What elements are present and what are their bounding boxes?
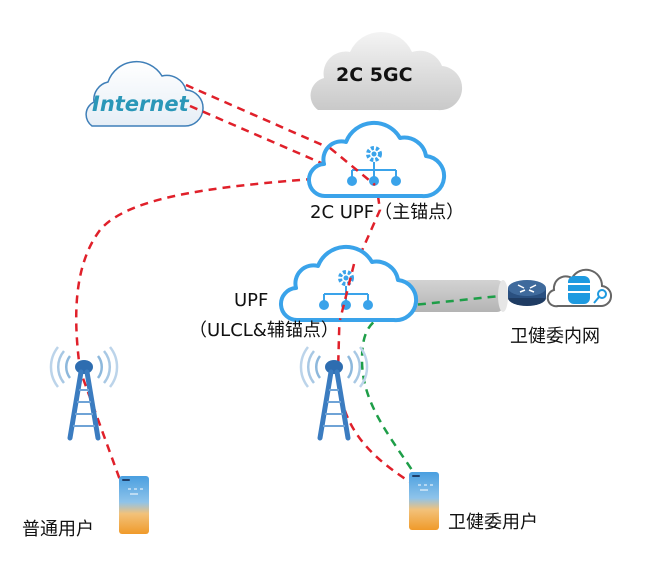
phone-normal-user-icon [118, 475, 150, 535]
link-user2-main-upf [336, 181, 411, 484]
link-internet-upf-bottom [189, 104, 373, 187]
base-station-left-icon [51, 347, 117, 438]
intranet-label: 卫健委内网 [510, 326, 600, 347]
phone-health-user-icon [408, 471, 440, 531]
database-cloud-icon [546, 268, 612, 308]
core-5gc-cloud [310, 31, 463, 111]
normal-user-label: 普通用户 [22, 519, 94, 540]
link-segment-overlay [338, 263, 356, 321]
main-upf-cloud-icon [306, 120, 447, 199]
core-5gc-label: 2C 5GC [336, 64, 413, 86]
ulcl-upf-label-line1: UPF [234, 290, 269, 311]
red-paths [74, 83, 411, 484]
main-upf-label: 2C UPF（主锚点） [310, 202, 465, 223]
health-user-label: 卫健委用户 [448, 512, 538, 533]
base-station-right-icon [301, 347, 367, 438]
internet-label: Internet [92, 92, 189, 116]
link-user1-main-upf [74, 174, 357, 481]
router-icon [508, 280, 546, 306]
dedicated-pipe [403, 280, 508, 312]
link-internet-upf-top [185, 83, 353, 160]
internet-cloud [85, 60, 204, 127]
link-segment-overlay [329, 147, 376, 186]
link-user2-intranet [360, 294, 501, 471]
ulcl-upf-label-line2: （ULCL&辅锚点） [189, 320, 339, 341]
